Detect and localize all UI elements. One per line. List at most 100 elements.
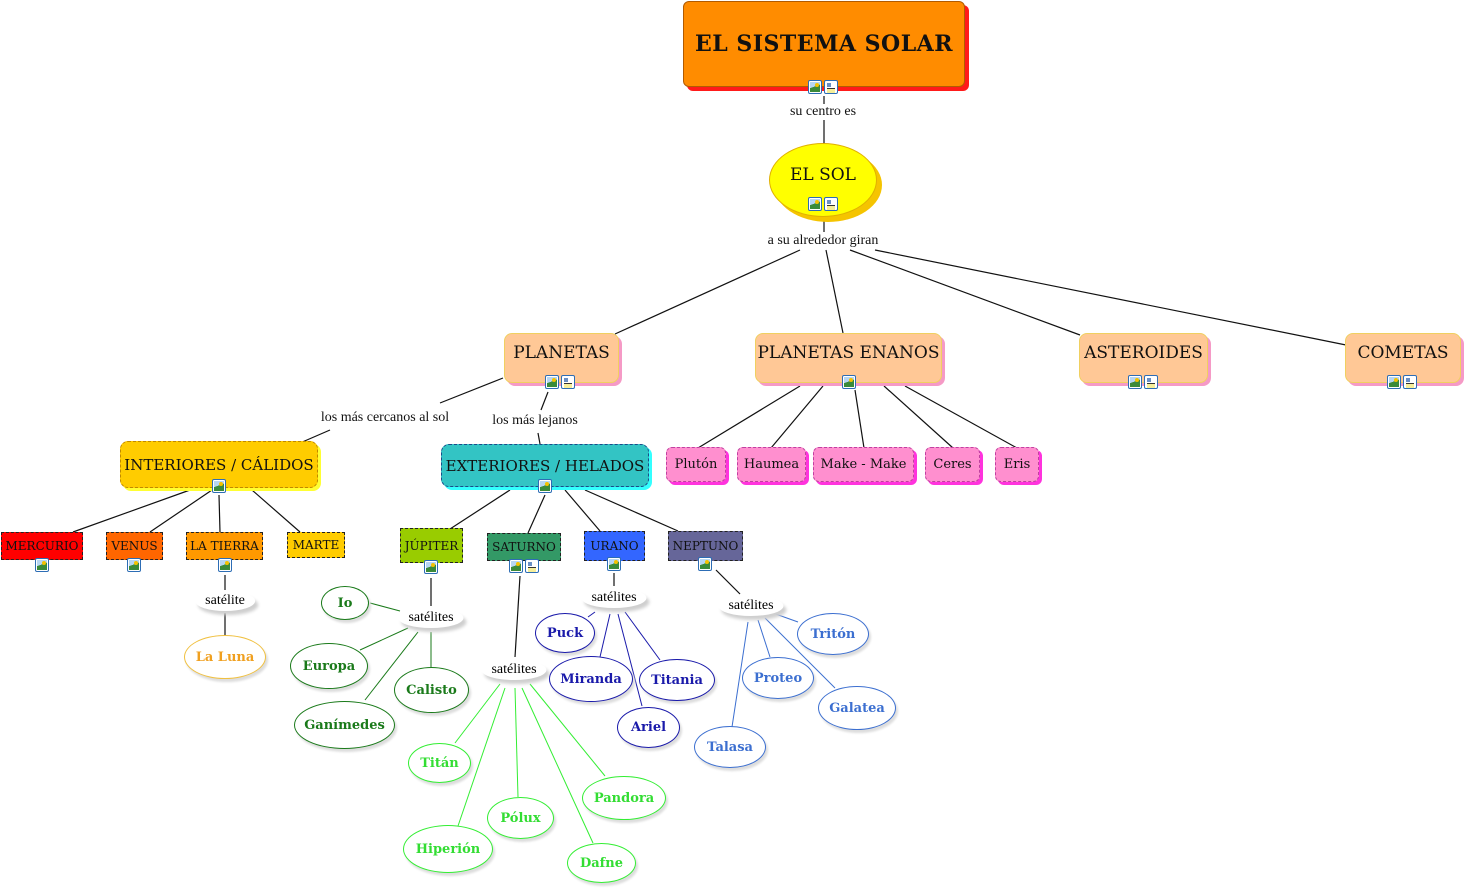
jupiter-icons [424, 560, 438, 574]
category-label: ASTEROIDES [1084, 343, 1203, 363]
image-icon[interactable] [842, 375, 856, 389]
dwarf-planet-makemake[interactable]: Make - Make [813, 447, 914, 482]
link-nep-proteo [757, 619, 771, 658]
moon-talasa[interactable]: Talasa [694, 726, 766, 768]
moon-titania[interactable]: Titania [639, 659, 715, 701]
planet-label: MARTE [292, 538, 340, 552]
moon-miranda[interactable]: Miranda [549, 656, 633, 702]
note-icon[interactable] [561, 375, 575, 389]
category-planetas[interactable]: PLANETAS [504, 333, 619, 383]
planet-venus[interactable]: VENUS [106, 532, 163, 560]
note-icon[interactable] [824, 80, 838, 94]
image-icon[interactable] [698, 557, 712, 571]
moon-io[interactable]: Io [321, 586, 369, 620]
link-hub-asteroides [849, 249, 1081, 336]
image-icon[interactable] [424, 560, 438, 574]
image-icon[interactable] [808, 197, 822, 211]
note-icon[interactable] [1403, 375, 1417, 389]
moon-label: Titán [420, 755, 459, 771]
moon-label: Talasa [707, 739, 753, 755]
note-icon[interactable] [824, 197, 838, 211]
link-enanos-pluton [697, 385, 801, 449]
image-icon[interactable] [1128, 375, 1142, 389]
planet-label: MERCURIO [5, 539, 79, 553]
planet-label: JÚPITER [404, 538, 459, 553]
planet-label: NEPTUNO [672, 539, 739, 553]
dwarf-label: Make - Make [820, 457, 907, 472]
planet-marte[interactable]: MARTE [287, 532, 345, 558]
moon-puck[interactable]: Puck [535, 613, 595, 653]
dwarf-planet-ceres[interactable]: Ceres [925, 447, 980, 482]
link-jup-europa [359, 627, 409, 651]
category-label: PLANETAS ENANOS [757, 343, 940, 363]
link-hub-cometas [874, 249, 1347, 346]
link-hub-planetas [614, 249, 801, 335]
planet-la-tierra[interactable]: LA TIERRA [186, 532, 263, 560]
note-icon[interactable] [1144, 375, 1158, 389]
interiores-icons [212, 479, 226, 493]
image-icon[interactable] [538, 479, 552, 493]
image-icon[interactable] [509, 559, 523, 573]
moon-europa[interactable]: Europa [290, 643, 368, 689]
planet-label: SATURNO [492, 540, 556, 554]
satellite-label-saturno: satélites [481, 660, 547, 680]
moon-label: Pandora [593, 790, 655, 806]
moon-label: Ganímedes [304, 717, 385, 733]
image-icon[interactable] [212, 479, 226, 493]
moon-pandora[interactable]: Pandora [582, 776, 666, 820]
moon-label: Dafne [579, 855, 623, 871]
link-ura-titania [624, 611, 661, 661]
link-nep-talasa [731, 621, 749, 728]
link-label-lejanos: los más lejanos [490, 413, 580, 429]
dwarf-planet-eris[interactable]: Eris [995, 447, 1039, 482]
planet-saturno[interactable]: SATURNO [487, 533, 561, 561]
moon-proteo[interactable]: Proteo [742, 657, 814, 699]
moon-label: Galatea [829, 700, 885, 716]
image-icon[interactable] [1387, 375, 1401, 389]
moon-label: Tritón [810, 626, 856, 642]
moon-titan[interactable]: Titán [408, 743, 471, 783]
link-ura-miranda [599, 613, 611, 658]
image-icon[interactable] [218, 558, 232, 572]
moon-calisto[interactable]: Calisto [394, 667, 469, 713]
link-int-mercurio [72, 489, 191, 533]
moon-ariel[interactable]: Ariel [617, 707, 680, 748]
sun-node[interactable]: EL SOL [769, 143, 877, 217]
root-node[interactable]: EL SISTEMA SOLAR [683, 1, 965, 87]
moon-la-luna[interactable]: La Luna [184, 635, 266, 679]
moon-hiperion[interactable]: Hiperión [403, 825, 493, 873]
moon-ganimedes[interactable]: Ganímedes [294, 701, 395, 749]
link-sat-dafne [521, 687, 594, 844]
moon-label: Puck [546, 625, 584, 641]
dwarf-planet-pluton[interactable]: Plutón [666, 447, 726, 482]
sun-icons [808, 197, 838, 211]
planet-jupiter[interactable]: JÚPITER [400, 528, 463, 563]
link-ext-neptuno [584, 489, 679, 532]
moon-polux[interactable]: Pólux [487, 797, 554, 839]
image-icon[interactable] [545, 375, 559, 389]
category-asteroides[interactable]: ASTEROIDES [1079, 333, 1208, 383]
image-icon[interactable] [808, 80, 822, 94]
root-title: EL SISTEMA SOLAR [694, 31, 954, 57]
category-label: COMETAS [1357, 343, 1449, 363]
moon-label: Pólux [500, 810, 541, 826]
note-icon[interactable] [525, 559, 539, 573]
link-label-centro: su centro es [787, 104, 859, 120]
moon-dafne[interactable]: Dafne [567, 843, 636, 883]
moon-galatea[interactable]: Galatea [818, 686, 896, 730]
planet-mercurio[interactable]: MERCURIO [1, 532, 83, 560]
dwarf-planet-haumea[interactable]: Haumea [737, 447, 806, 482]
image-icon[interactable] [35, 558, 49, 572]
link-enanos-makemake [854, 389, 865, 449]
planetas-icons [545, 375, 575, 389]
image-icon[interactable] [607, 557, 621, 571]
moon-triton[interactable]: Tritón [797, 613, 869, 655]
category-cometas[interactable]: COMETAS [1345, 333, 1461, 383]
link-sat-polux [514, 687, 519, 798]
category-planetas-enanos[interactable]: PLANETAS ENANOS [755, 333, 942, 383]
satellite-label-tierra: satélite [195, 591, 255, 611]
link-sat-hiperion [457, 687, 506, 827]
planet-label: URANO [590, 539, 639, 553]
image-icon[interactable] [127, 558, 141, 572]
link-jup-io [369, 602, 401, 612]
